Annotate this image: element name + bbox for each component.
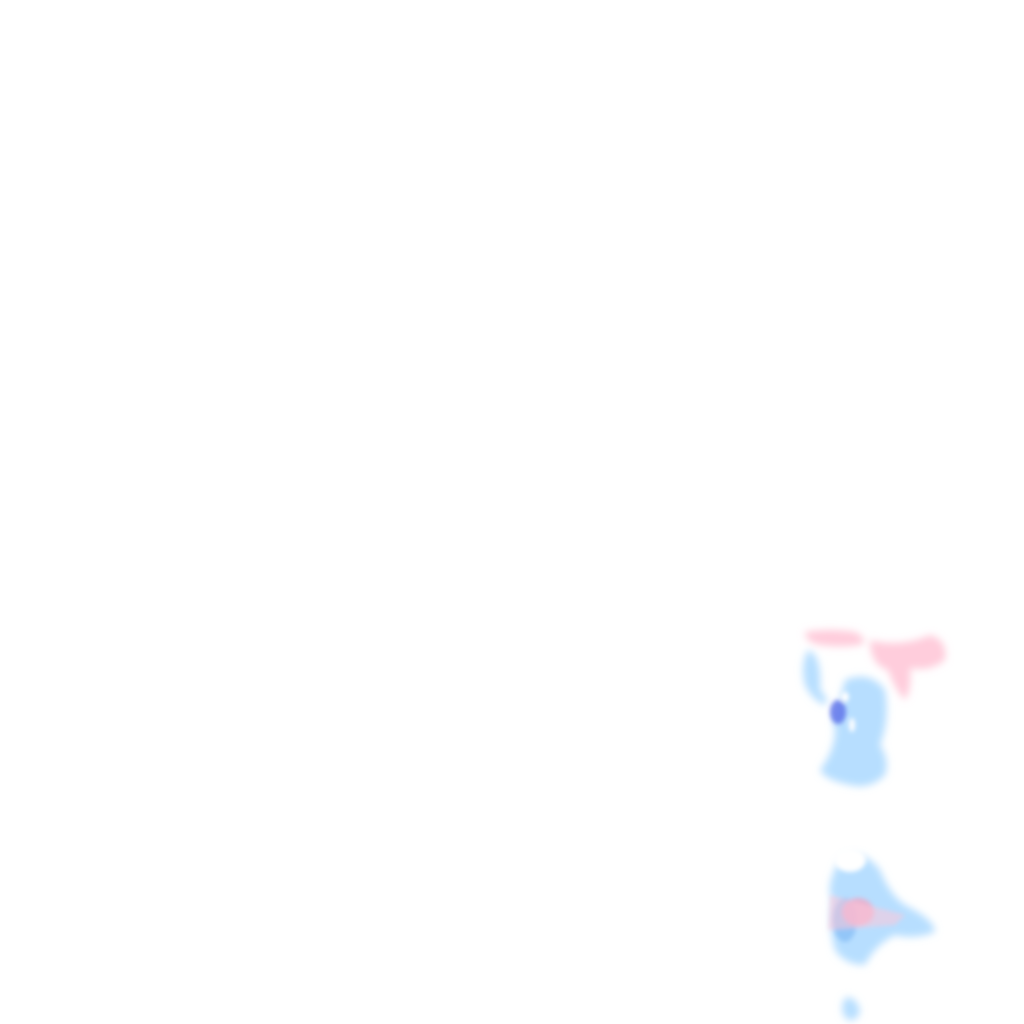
precip-cell-northeast-mixed	[870, 635, 946, 700]
precip-core-heavy-north	[830, 700, 846, 724]
precip-mixed-streak-south	[828, 895, 905, 930]
precip-hole	[834, 848, 866, 872]
precip-cell-north-rain	[803, 650, 827, 705]
precip-hole	[849, 718, 855, 732]
precip-cell-north-mixed	[805, 630, 864, 647]
precip-cell-central-rain	[820, 676, 887, 787]
precip-cell-south-tail	[842, 997, 860, 1021]
precip-hole	[841, 692, 849, 702]
